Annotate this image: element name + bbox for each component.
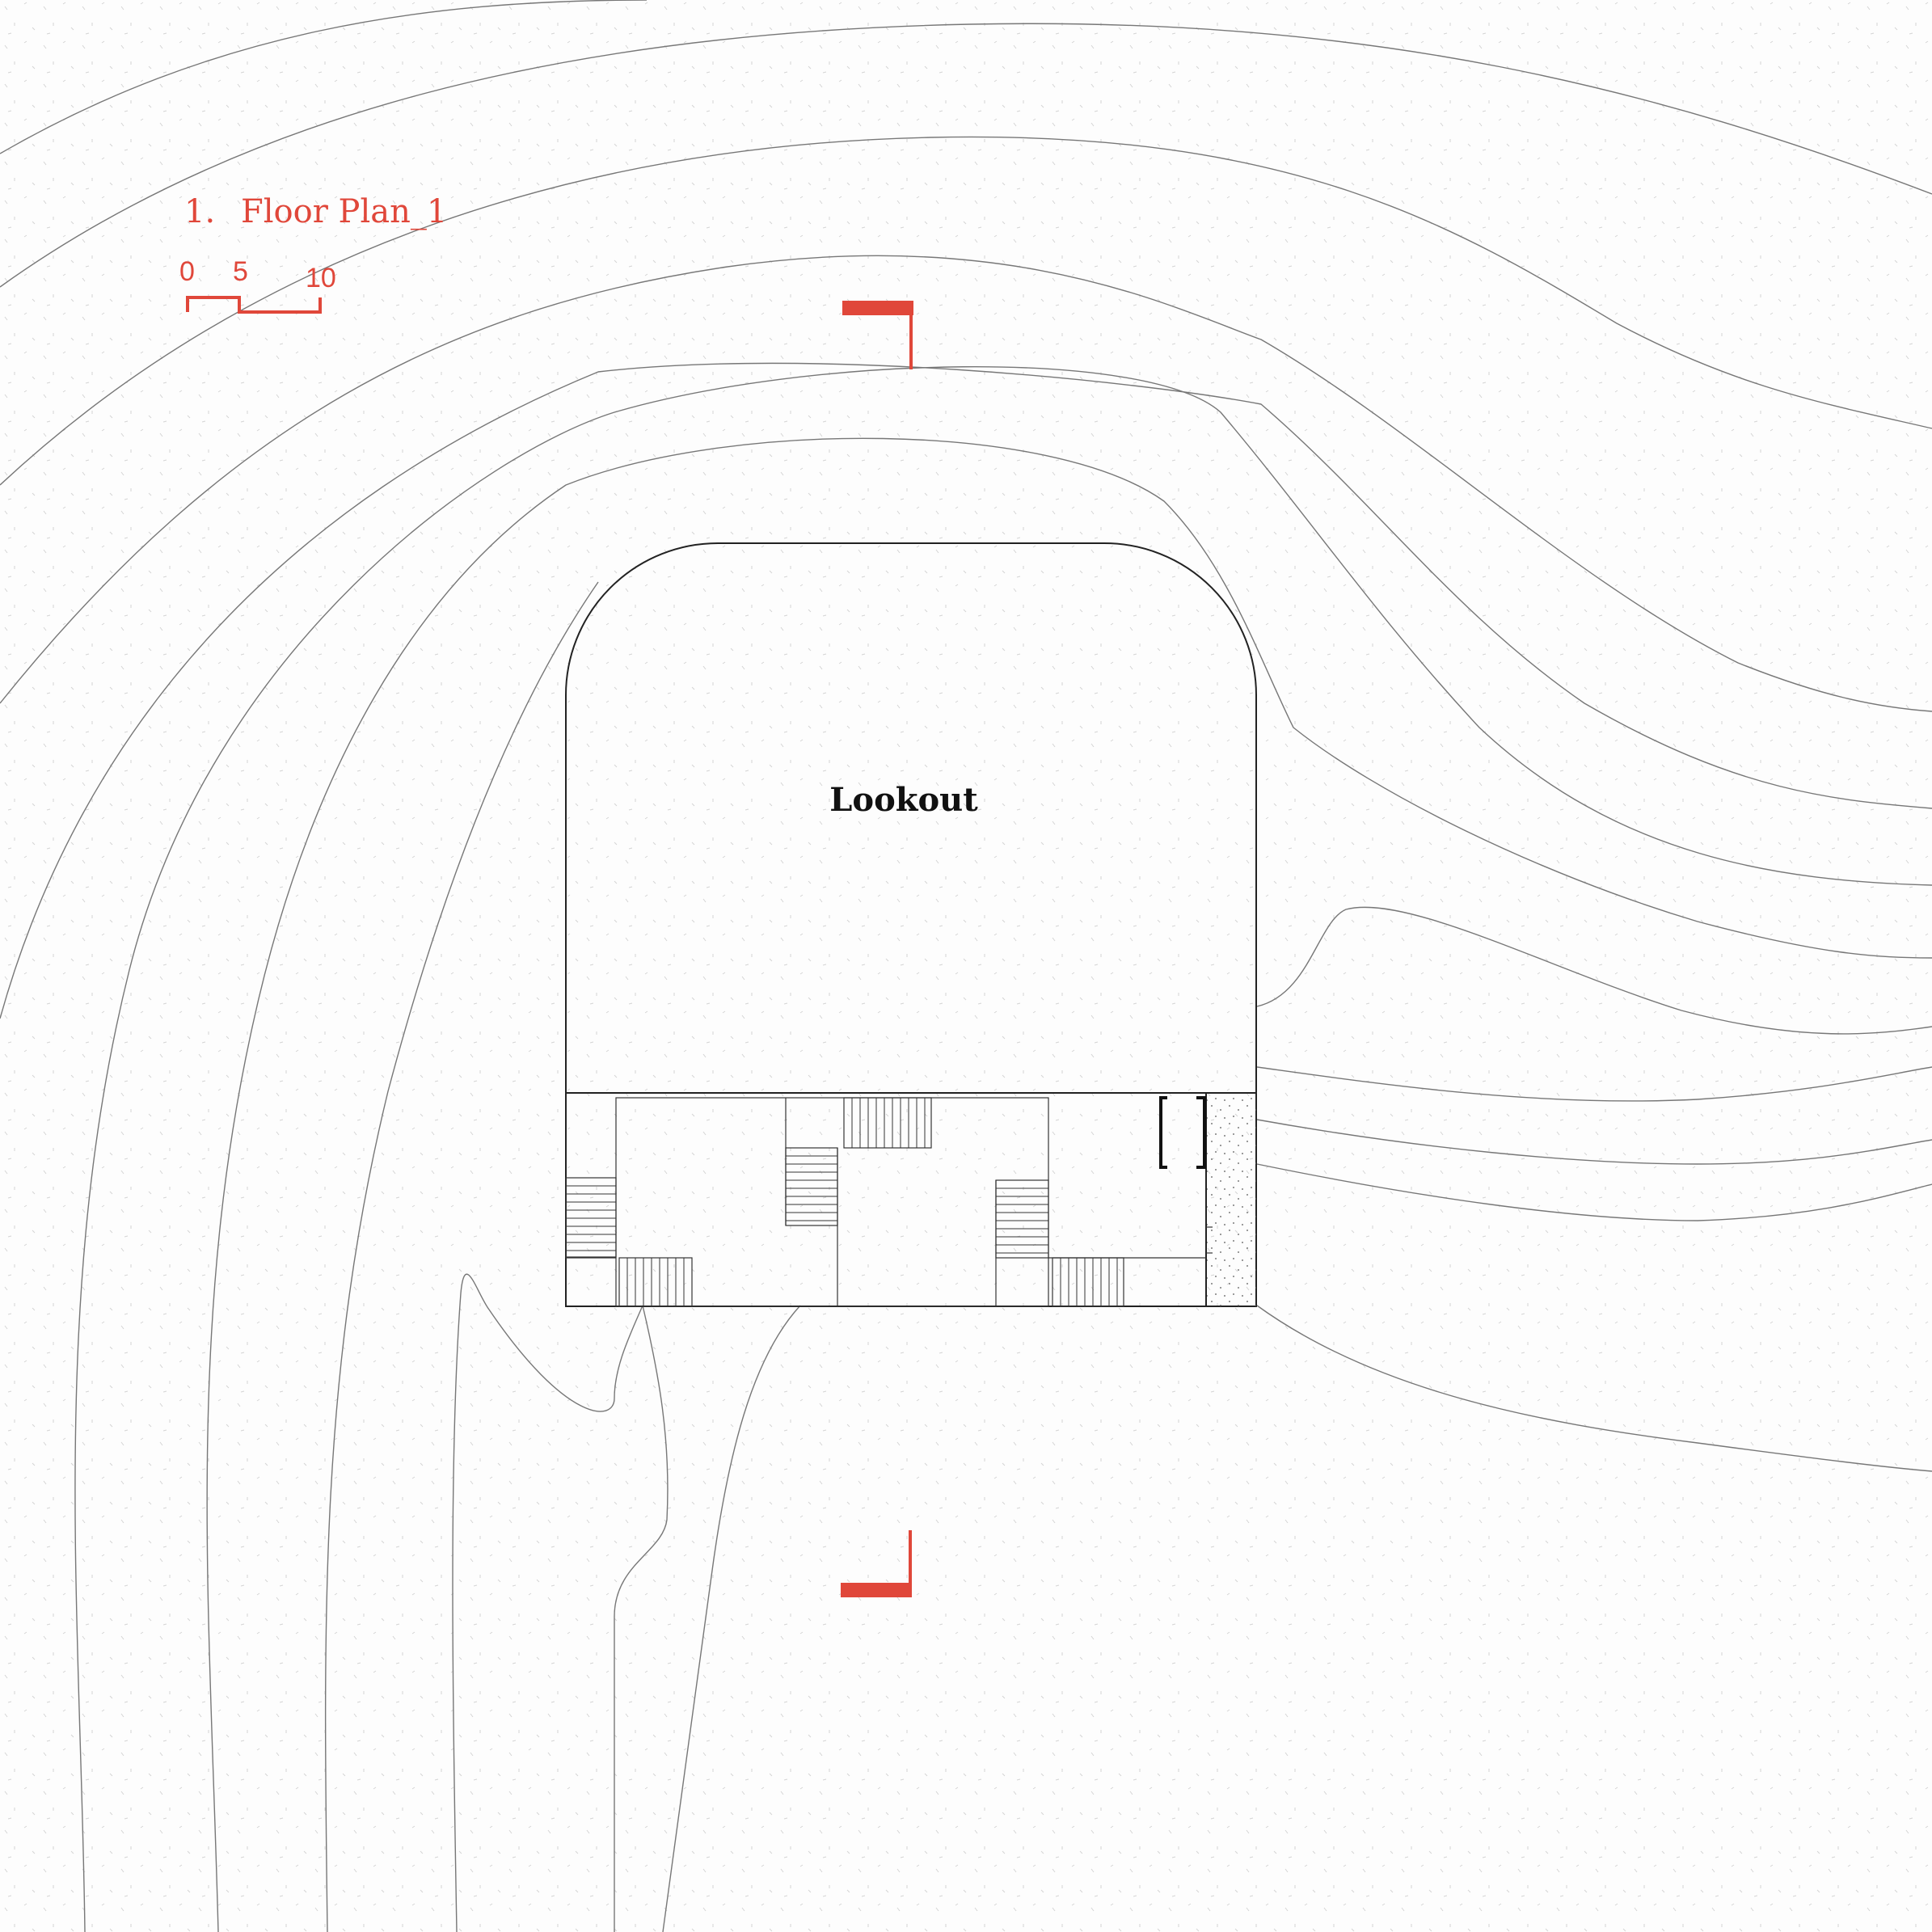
contour-line — [452, 1273, 643, 1932]
contour-line — [0, 136, 1932, 486]
scale-tick-0: 0 — [179, 256, 195, 287]
drawing-number: 1. — [184, 193, 215, 230]
stair-5 — [995, 1179, 1049, 1259]
section-marker-bottom — [841, 1530, 912, 1597]
stair-1 — [565, 1177, 617, 1258]
scale-tick-5: 5 — [233, 256, 248, 287]
contour-line — [1256, 1119, 1932, 1165]
room-label-lookout: Lookout — [829, 781, 978, 819]
contour-line — [1256, 1163, 1932, 1221]
scale-bar: 0 5 10 — [179, 256, 336, 314]
contour-line — [0, 255, 1932, 712]
lookout-deck — [565, 542, 1257, 1094]
drawing-title-text: Floor Plan_1 — [241, 193, 447, 230]
section-marker-top — [842, 301, 913, 369]
building: Lookout — [565, 542, 1257, 1307]
contour-line — [1256, 906, 1932, 1035]
east-stipple-strip — [1206, 1093, 1256, 1306]
contour-line — [0, 0, 648, 154]
contour-line — [206, 437, 1932, 1932]
contour-line — [324, 581, 599, 1932]
door-opening — [1159, 1096, 1213, 1254]
contour-line — [0, 23, 1932, 288]
contour-line — [662, 1305, 801, 1932]
contour-line — [1256, 1305, 1932, 1472]
contour-line — [1256, 1066, 1932, 1102]
drawing-title: 1. Floor Plan_1 — [184, 193, 447, 230]
contour-line — [614, 1305, 669, 1932]
scale-tick-10: 10 — [306, 263, 336, 293]
contour-line — [74, 365, 1932, 1932]
stair-4 — [785, 1147, 838, 1226]
contour-line — [0, 362, 1932, 1019]
stair-3 — [843, 1097, 932, 1149]
stair-6 — [1052, 1257, 1124, 1307]
stair-2 — [618, 1257, 693, 1307]
